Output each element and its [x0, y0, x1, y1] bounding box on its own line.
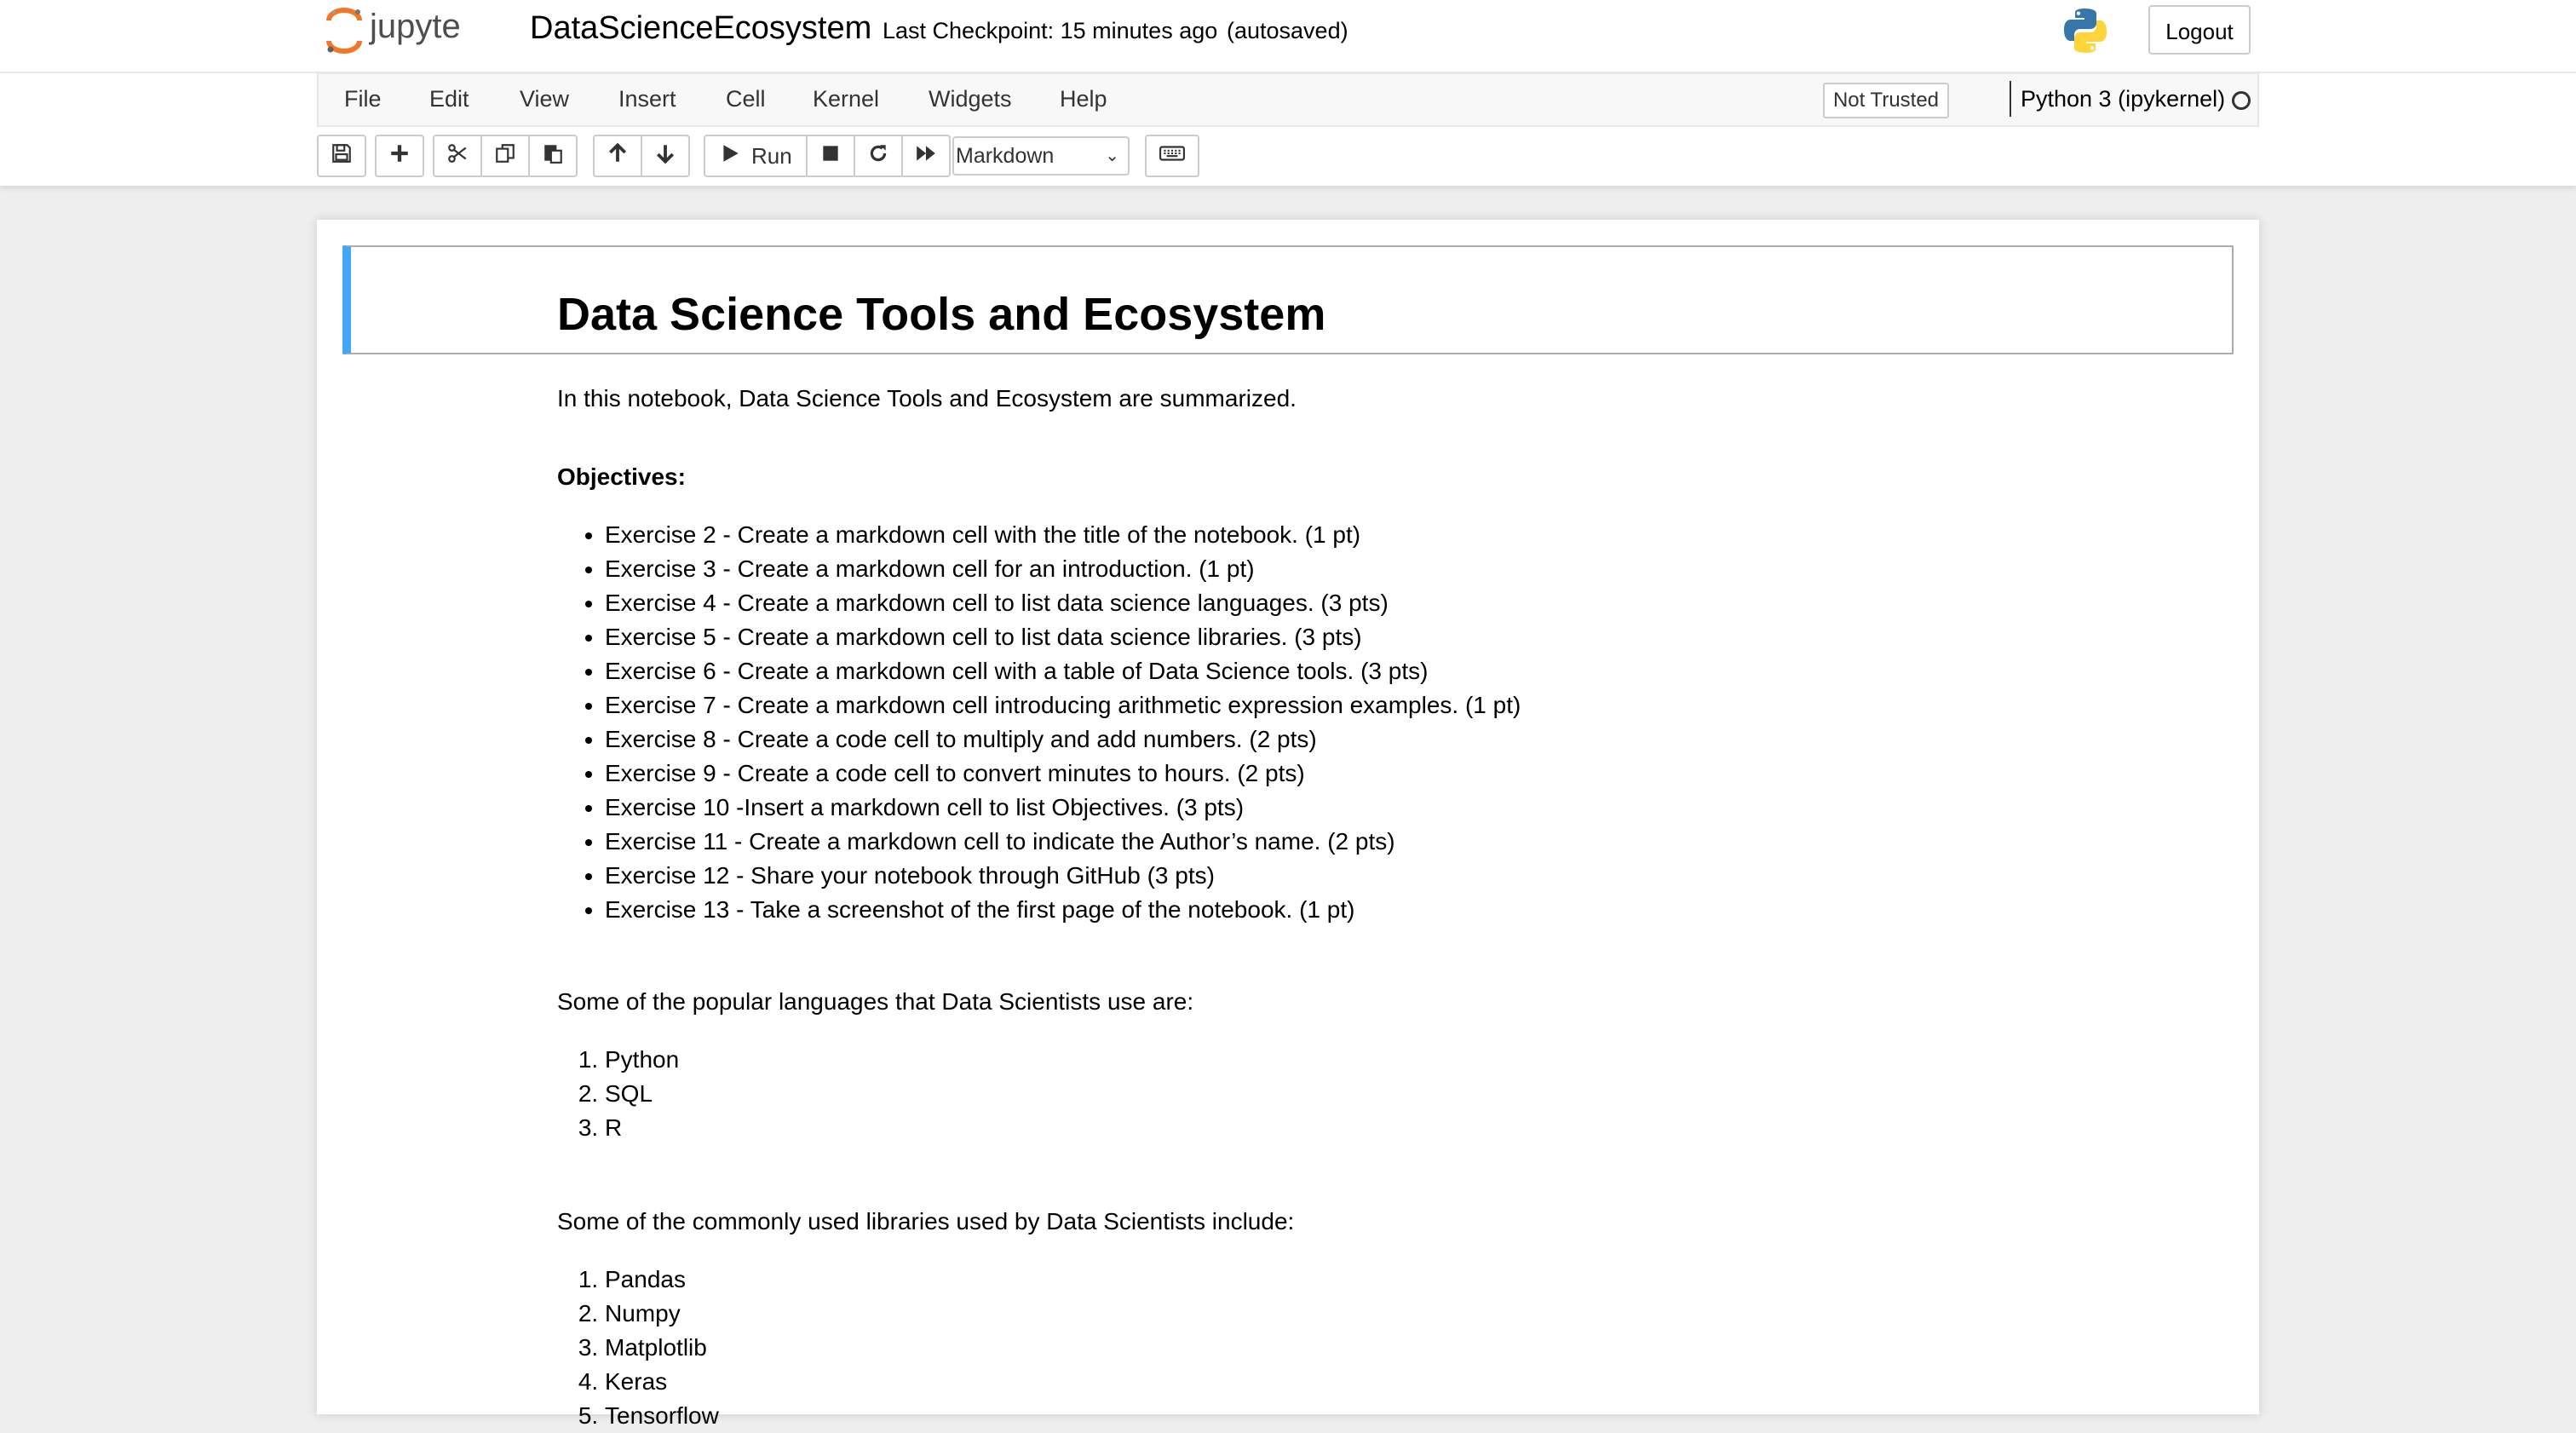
menu-view[interactable]: View: [520, 86, 570, 112]
insert-group: [375, 135, 424, 177]
jupyter-wordmark: jupyter: [369, 8, 460, 45]
arrow-up-icon: [607, 142, 629, 170]
save-group: [317, 135, 366, 177]
list-item: Exercise 12 - Share your notebook throug…: [605, 859, 1521, 893]
objectives-list: Exercise 2 - Create a markdown cell with…: [557, 518, 1521, 927]
run-label: Run: [751, 142, 792, 169]
list-item: Exercise 4 - Create a markdown cell to l…: [605, 586, 1521, 620]
libraries-intro: Some of the commonly used libraries used…: [557, 1208, 1295, 1234]
jupyter-logo[interactable]: jupyter: [324, 7, 472, 55]
stop-icon: [819, 142, 842, 170]
save-button[interactable]: [317, 135, 366, 177]
checkpoint-status: Last Checkpoint: 15 minutes ago: [883, 18, 1218, 43]
move-group: [593, 135, 690, 177]
chevron-down-icon: ⌄: [1105, 147, 1119, 165]
plus-icon: [388, 142, 411, 170]
list-item: Numpy: [605, 1297, 719, 1331]
notebook-title-heading: Data Science Tools and Ecosystem: [557, 289, 1326, 340]
menu-widgets[interactable]: Widgets: [929, 86, 1012, 112]
arrow-down-icon: [654, 142, 676, 170]
list-item: Keras: [605, 1365, 719, 1399]
keyboard-icon: [1159, 142, 1185, 170]
list-item: Exercise 10 -Insert a markdown cell to l…: [605, 791, 1521, 825]
menu-insert[interactable]: Insert: [618, 86, 676, 112]
list-item: Exercise 6 - Create a markdown cell with…: [605, 654, 1521, 688]
restart-icon: [867, 142, 889, 170]
languages-list: Python SQL R: [557, 1043, 679, 1145]
menu-help[interactable]: Help: [1060, 86, 1107, 112]
list-item: Exercise 8 - Create a code cell to multi…: [605, 722, 1521, 757]
copy-icon: [494, 142, 516, 170]
kernel-idle-indicator-icon: [2232, 91, 2251, 110]
objectives-heading-text: Objectives:: [557, 463, 686, 490]
list-item: Pandas: [605, 1263, 719, 1297]
list-item: Exercise 13 - Take a screenshot of the f…: [605, 893, 1521, 927]
libraries-list: Pandas Numpy Matplotlib Keras Tensorflow: [557, 1263, 719, 1433]
cell-type-value: Markdown: [956, 144, 1055, 168]
menu-bar: File Edit View Insert Cell Kernel Widget…: [317, 72, 2259, 127]
autosave-status: (autosaved): [1227, 18, 1348, 43]
list-item: Exercise 9 - Create a code cell to conve…: [605, 757, 1521, 791]
list-item: Exercise 2 - Create a markdown cell with…: [605, 518, 1521, 552]
restart-run-all-button[interactable]: [900, 135, 951, 177]
list-item: Exercise 3 - Create a markdown cell for …: [605, 552, 1521, 586]
fast-forward-icon: [915, 142, 937, 170]
cell-type-select[interactable]: Markdown ⌄: [952, 136, 1130, 176]
list-item: R: [605, 1111, 679, 1145]
paste-icon: [542, 142, 564, 170]
list-item: Matplotlib: [605, 1331, 719, 1365]
notebook-header: jupyter DataScienceEcosystem Last Checkp…: [0, 0, 2576, 186]
list-item: Python: [605, 1043, 679, 1077]
list-item: Exercise 7 - Create a markdown cell intr…: [605, 688, 1521, 722]
python-logo-icon: [2060, 5, 2111, 56]
menu-edit[interactable]: Edit: [429, 86, 469, 112]
run-button[interactable]: Run: [704, 135, 808, 177]
list-item: Tensorflow: [605, 1399, 719, 1433]
cut-button[interactable]: [433, 135, 482, 177]
move-down-button[interactable]: [641, 135, 690, 177]
cut-icon: [446, 142, 469, 170]
intro-text: In this notebook, Data Science Tools and…: [557, 385, 1297, 411]
kernel-separator: [2010, 81, 2011, 117]
move-up-button[interactable]: [593, 135, 642, 177]
selected-markdown-cell[interactable]: [342, 245, 2234, 354]
languages-intro: Some of the popular languages that Data …: [557, 988, 1194, 1015]
restart-button[interactable]: [853, 135, 903, 177]
copy-button[interactable]: [480, 135, 530, 177]
play-icon: [719, 142, 741, 170]
notebook-container: Data Science Tools and Ecosystem In this…: [317, 220, 2259, 1429]
menu-file[interactable]: File: [344, 86, 382, 112]
logout-button[interactable]: Logout: [2148, 5, 2251, 55]
objectives-heading: Objectives:: [557, 460, 686, 494]
run-group: Run: [704, 135, 951, 177]
command-palette-button[interactable]: [1145, 135, 1199, 177]
save-icon: [331, 142, 353, 170]
list-item: Exercise 11 - Create a markdown cell to …: [605, 825, 1521, 859]
insert-cell-button[interactable]: [375, 135, 424, 177]
list-item: Exercise 5 - Create a markdown cell to l…: [605, 620, 1521, 654]
paste-button[interactable]: [528, 135, 578, 177]
shortcuts-group: [1145, 135, 1199, 177]
list-item: SQL: [605, 1077, 679, 1111]
kernel-name[interactable]: Python 3 (ipykernel): [2021, 86, 2226, 112]
top-bar: jupyter DataScienceEcosystem Last Checkp…: [0, 0, 2576, 73]
menu-kernel[interactable]: Kernel: [813, 86, 880, 112]
menu-cell[interactable]: Cell: [726, 86, 766, 112]
edit-group: [433, 135, 578, 177]
interrupt-button[interactable]: [805, 135, 855, 177]
notebook-name[interactable]: DataScienceEcosystem: [530, 10, 872, 46]
trust-status-button[interactable]: Not Trusted: [1823, 83, 1949, 118]
